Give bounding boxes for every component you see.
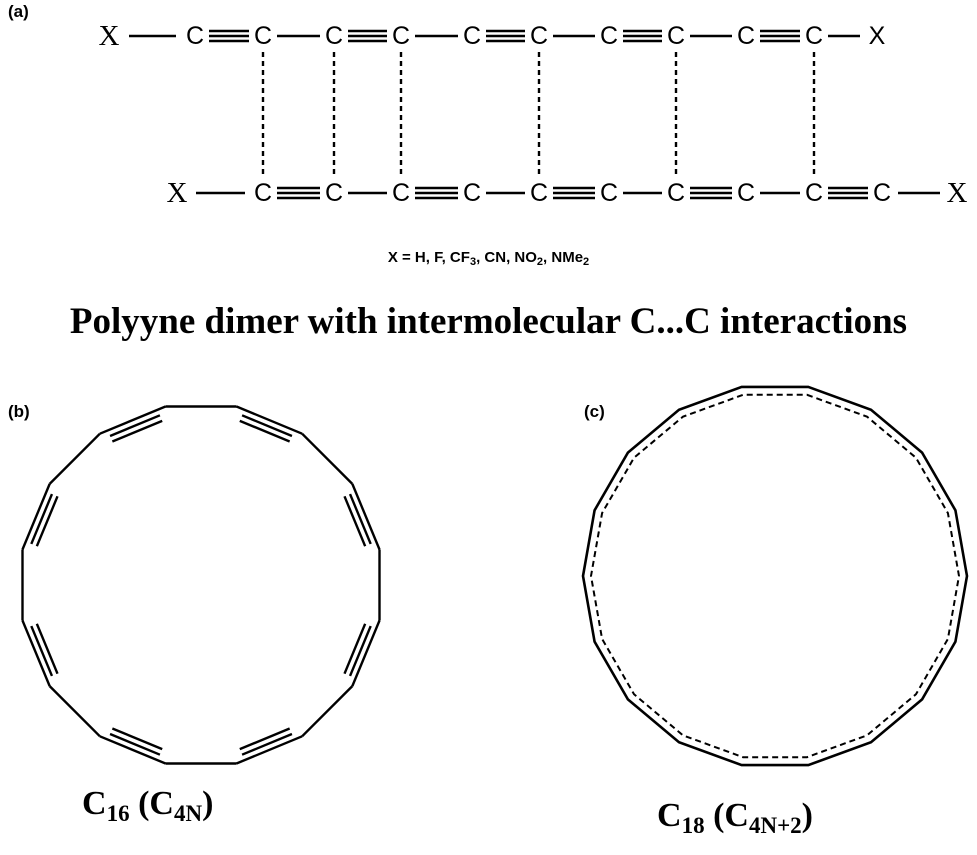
ring16-triple-inner xyxy=(239,727,291,751)
top-carbon-atom: C xyxy=(737,22,755,50)
top-carbon-atom: C xyxy=(254,22,272,50)
bottom-carbon-atom: C xyxy=(805,179,823,207)
ring16-triple-inner xyxy=(239,419,291,443)
ring16-triple-inner xyxy=(241,414,293,438)
ring16-triple-inner xyxy=(109,732,161,756)
ring16-bond xyxy=(48,432,101,485)
top-carbon-atom: C xyxy=(667,22,685,50)
ring16-triple-inner xyxy=(35,495,59,547)
bottom-carbon-atom: C xyxy=(667,179,685,207)
bottom-carbon-atom: C xyxy=(325,179,343,207)
panel-label-b: (b) xyxy=(8,402,30,421)
ring16-triple-inner xyxy=(109,414,161,438)
ring16-bond xyxy=(301,432,354,485)
bottom-carbon-atom: C xyxy=(600,179,618,207)
bottom-carbon-atom: C xyxy=(392,179,410,207)
ring16-triple-inner xyxy=(343,623,367,675)
panel-label-a: (a) xyxy=(8,2,29,21)
ring16-bond xyxy=(99,735,166,765)
bottom-end-atom-right: X xyxy=(947,177,968,209)
top-carbon-atom: C xyxy=(463,22,481,50)
ring16-bond xyxy=(236,735,303,765)
top-carbon-atom: C xyxy=(186,22,204,50)
top-carbon-atom: C xyxy=(600,22,618,50)
ring16-bond xyxy=(351,483,381,550)
panel-label-c: (c) xyxy=(584,402,605,421)
ring16-triple-inner xyxy=(111,419,163,443)
figure-title: Polyyne dimer with intermolecular C...C … xyxy=(69,301,908,342)
top-carbon-atom: C xyxy=(530,22,548,50)
ring16-bond xyxy=(99,405,166,435)
ring16-bond xyxy=(351,620,381,687)
ring16-bond xyxy=(301,685,354,738)
ring18-outer xyxy=(581,385,969,767)
ring16-triple-inner xyxy=(111,727,163,751)
ring16-triple-inner xyxy=(343,495,367,547)
bottom-carbon-atom: C xyxy=(254,179,272,207)
ring16-bond xyxy=(48,685,101,738)
ring16-bond xyxy=(21,483,51,550)
bottom-carbon-atom: C xyxy=(873,179,891,207)
ring16-triple-inner xyxy=(30,493,54,545)
bottom-carbon-atom: C xyxy=(530,179,548,207)
ring18-inner-dashed xyxy=(589,393,961,759)
caption-c18: C18 (C4N+2) xyxy=(657,797,813,838)
ring16-triple-inner xyxy=(348,493,372,545)
ring16-triple-inner xyxy=(241,732,293,756)
top-end-atom-right: X xyxy=(869,22,886,50)
substituent-list: X = H, F, CF3, CN, NO2, NMe2 xyxy=(387,249,590,268)
ring16-triple-inner xyxy=(30,625,54,677)
ring16-bond xyxy=(236,405,303,435)
caption-c16: C16 (C4N) xyxy=(82,785,214,826)
top-carbon-atom: C xyxy=(325,22,343,50)
bottom-carbon-atom: C xyxy=(737,179,755,207)
ring16-triple-inner xyxy=(35,623,59,675)
top-carbon-atom: C xyxy=(805,22,823,50)
ring16-triple-inner xyxy=(348,625,372,677)
top-carbon-atom: C xyxy=(392,22,410,50)
ring16-bond xyxy=(21,620,51,687)
bottom-end-atom-left: X xyxy=(167,177,188,209)
bottom-carbon-atom: C xyxy=(463,179,481,207)
top-end-atom-left: X xyxy=(99,20,120,52)
